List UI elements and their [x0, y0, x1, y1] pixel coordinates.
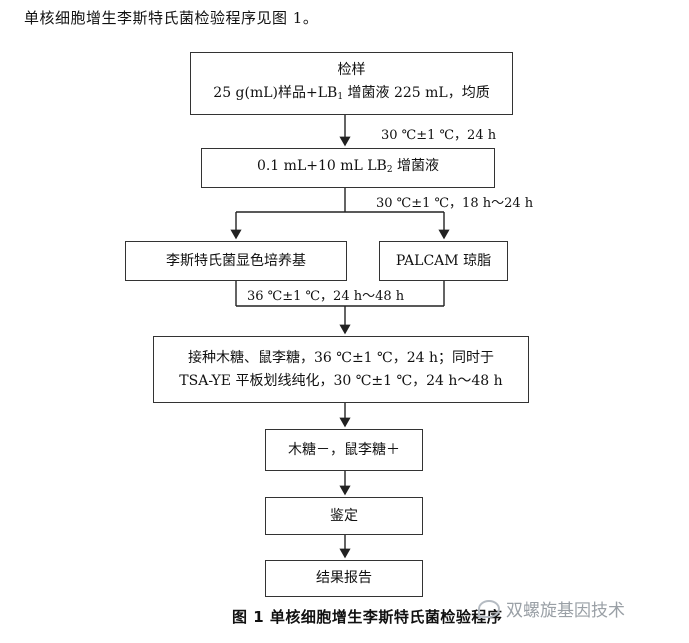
watermark: 双螺旋基因技术: [478, 596, 625, 621]
sugar-result-box: 木糖－，鼠李糖＋: [265, 429, 423, 471]
sample-detail: 25 g(mL)样品+LB1 增菌液 225 mL，均质: [213, 84, 490, 102]
intro-text: 单核细胞增生李斯特氏菌检验程序见图 1。: [24, 9, 319, 27]
chromogenic-medium-box: 李斯特氏菌显色培养基: [125, 241, 347, 281]
condition-3: 36 ℃±1 ℃，24 h～48 h: [247, 289, 405, 304]
identification-box: 鉴定: [265, 497, 423, 535]
watermark-text: 双螺旋基因技术: [506, 601, 625, 621]
report-box: 结果报告: [265, 560, 423, 597]
inoculate-box: 接种木糖、鼠李糖，36 ℃±1 ℃，24 h；同时于 TSA-YE 平板划线纯化…: [153, 336, 529, 403]
sample-title: 检样: [337, 61, 366, 78]
palcam-agar-box: PALCAM 琼脂: [379, 241, 508, 281]
condition-2: 30 ℃±1 ℃，18 h～24 h: [376, 196, 534, 211]
enrichment-2-box: 0.1 mL+10 mL LB2 增菌液: [201, 148, 495, 188]
sample-box: 检样 25 g(mL)样品+LB1 增菌液 225 mL，均质: [190, 52, 513, 115]
figure-caption: 图 1 单核细胞增生李斯特氏菌检验程序: [232, 608, 503, 626]
condition-1: 30 ℃±1 ℃，24 h: [381, 128, 497, 143]
wechat-icon: [478, 599, 500, 618]
